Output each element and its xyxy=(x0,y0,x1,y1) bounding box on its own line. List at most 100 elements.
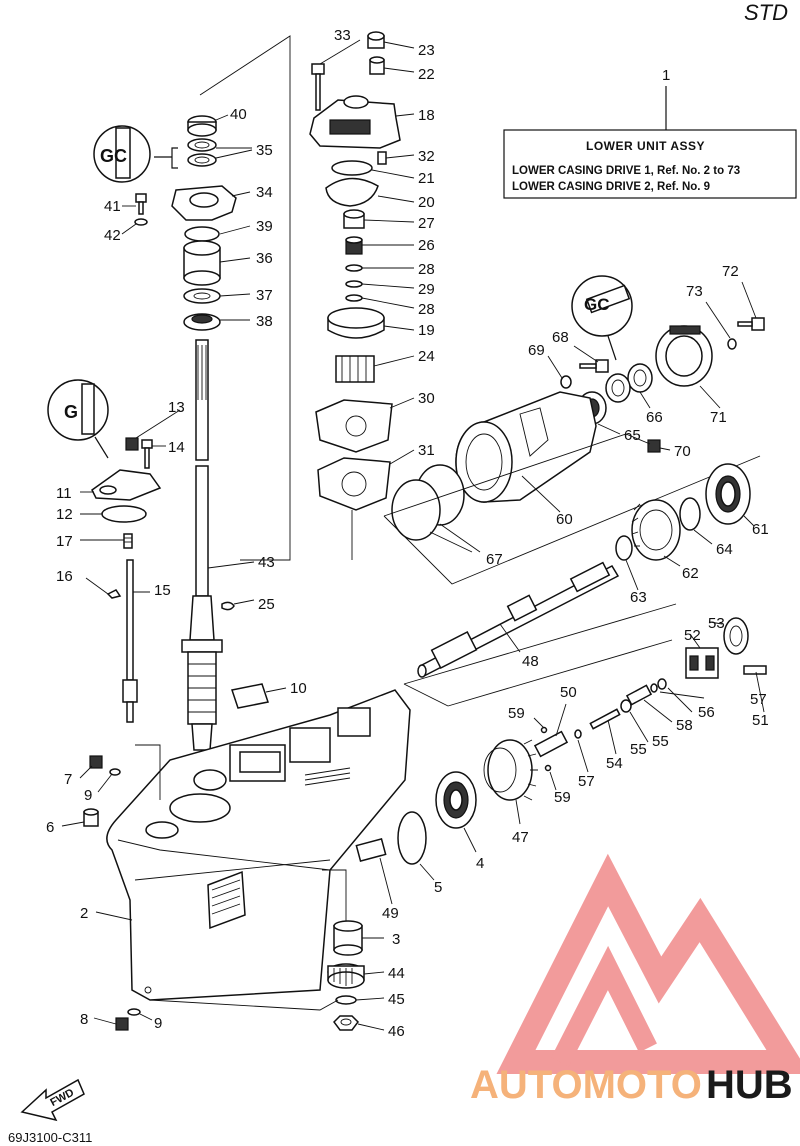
bearing-housing-34 xyxy=(171,185,237,221)
ball-55 xyxy=(620,699,632,713)
label-69: 69 xyxy=(528,342,545,359)
label-55b: 55 xyxy=(630,741,647,758)
ring-57-upper xyxy=(650,683,658,693)
insert-27 xyxy=(343,209,365,229)
gasket-31 xyxy=(317,457,391,511)
outer-plate-30 xyxy=(315,399,393,453)
shift-plunger-50 xyxy=(533,730,569,758)
plate-20 xyxy=(325,177,379,207)
label-15: 15 xyxy=(154,582,171,599)
label-44: 44 xyxy=(388,965,405,982)
label-48: 48 xyxy=(522,653,539,670)
watermark-text-1: AUTOMOTO xyxy=(470,1063,702,1107)
label-58: 58 xyxy=(676,717,693,734)
ref-label-1: 1 xyxy=(662,67,670,84)
label-37: 37 xyxy=(256,287,273,304)
o-ring-29 xyxy=(345,280,363,288)
assembly-line-2: LOWER CASING DRIVE 2, Ref. No. 9 xyxy=(512,181,710,193)
label-30: 30 xyxy=(418,390,435,407)
label-10: 10 xyxy=(290,680,307,697)
drive-shaft-43 xyxy=(181,339,223,751)
shift-rod-15 xyxy=(122,559,138,723)
label-33: 33 xyxy=(334,27,351,44)
propeller-shaft-housing-60 xyxy=(455,391,597,503)
label-70: 70 xyxy=(674,443,691,460)
label-42: 42 xyxy=(104,227,121,244)
ring-57-lower xyxy=(574,729,582,739)
upper-bearing-40 xyxy=(187,115,217,137)
assembly-title: LOWER UNIT ASSY xyxy=(586,139,705,153)
label-19: 19 xyxy=(418,322,435,339)
housing-bracket-bottom xyxy=(383,455,761,585)
label-72: 72 xyxy=(722,263,739,280)
label-71: 71 xyxy=(710,409,727,426)
bearing-38 xyxy=(183,313,221,331)
bearing-49 xyxy=(355,837,387,863)
watermark-logo xyxy=(496,853,800,1074)
label-34: 34 xyxy=(256,184,273,201)
washer-42 xyxy=(134,218,148,226)
bolt-41 xyxy=(135,193,147,215)
nut-13 xyxy=(125,437,139,451)
o-ring-28b xyxy=(345,294,363,302)
label-13: 13 xyxy=(168,399,185,416)
cap-71 xyxy=(655,325,713,387)
o-ring-21 xyxy=(331,160,373,176)
label-32: 32 xyxy=(418,148,435,165)
bolt-7 xyxy=(89,755,103,769)
ball-59-lower xyxy=(544,764,552,772)
label-41: 41 xyxy=(104,198,121,215)
spring-17 xyxy=(123,533,133,549)
label-54: 54 xyxy=(606,755,623,772)
label-4: 4 xyxy=(476,855,484,872)
washer-9-upper xyxy=(109,768,121,776)
label-55: 55 xyxy=(652,733,669,750)
insert-22 xyxy=(369,56,385,75)
label-47: 47 xyxy=(512,829,529,846)
label-23: 23 xyxy=(418,42,435,59)
shaft-bracket xyxy=(403,603,677,707)
label-31: 31 xyxy=(418,442,435,459)
dog-clutch-52 xyxy=(685,647,719,679)
sleeve-36 xyxy=(183,240,221,286)
label-46: 46 xyxy=(388,1023,405,1040)
label-21: 21 xyxy=(418,170,435,187)
label-9b: 9 xyxy=(154,1015,162,1032)
pin-32 xyxy=(377,151,387,165)
label-60: 60 xyxy=(556,511,573,528)
driveshaft-group-bracket xyxy=(199,35,291,561)
label-68: 68 xyxy=(552,329,569,346)
pinion-44 xyxy=(327,963,365,989)
label-18: 18 xyxy=(418,107,435,124)
impeller-24 xyxy=(335,355,375,383)
watermark-text: AUTOMOTO HUB xyxy=(470,1063,793,1107)
lower-casing-2 xyxy=(106,689,411,1001)
label-26: 26 xyxy=(418,237,435,254)
seals-66 xyxy=(605,363,653,403)
shim-37 xyxy=(183,288,221,304)
clip-16 xyxy=(106,589,122,599)
plunger-54 xyxy=(589,708,621,730)
bolt-68 xyxy=(579,359,609,373)
assembly-line-1: LOWER CASING DRIVE 1, Ref. No. 2 to 73 xyxy=(512,165,740,177)
label-73: 73 xyxy=(686,283,703,300)
label-57a: 57 xyxy=(750,691,767,708)
svg-text:GC: GC xyxy=(584,295,610,314)
bearing-61 xyxy=(705,463,751,525)
label-29: 29 xyxy=(418,281,435,298)
bearing-4 xyxy=(435,771,477,829)
spring-58 xyxy=(625,684,653,706)
pinion-leader xyxy=(322,869,347,932)
label-67: 67 xyxy=(486,551,503,568)
bolt-70 xyxy=(647,439,661,453)
casing-bottom-bracket xyxy=(149,999,339,1011)
washer-73 xyxy=(727,338,737,350)
washer-69 xyxy=(560,375,572,389)
label-22: 22 xyxy=(418,66,435,83)
shim-5 xyxy=(397,811,427,865)
shim-45 xyxy=(335,995,357,1005)
label-17: 17 xyxy=(56,533,73,550)
o-ring-39 xyxy=(184,226,220,242)
label-43: 43 xyxy=(258,554,275,571)
label-5: 5 xyxy=(434,879,442,896)
